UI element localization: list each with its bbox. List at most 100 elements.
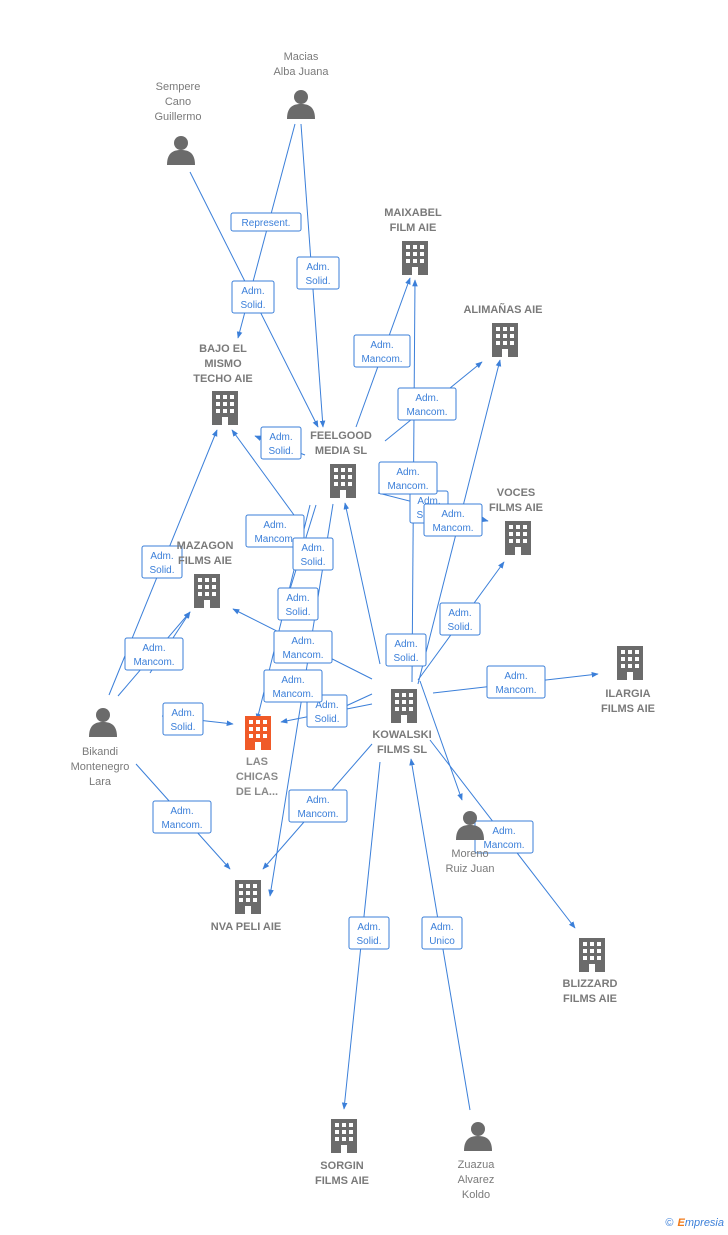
edge-role-label[interactable]: Adm.Solid.: [385, 633, 427, 667]
edge-role-label[interactable]: Adm.Mancom.: [263, 669, 323, 703]
edge-role-text: Adm.: [263, 520, 286, 531]
brand-logo-e: E: [677, 1217, 685, 1229]
edge-role-text: Solid.: [285, 607, 310, 618]
edge-role-label[interactable]: Represent.: [230, 212, 302, 232]
node-label: NVA PELI AIE: [211, 921, 282, 933]
edge-role-label[interactable]: Adm.Mancom.: [152, 800, 212, 834]
edge-role-label[interactable]: Adm. Solid.: [162, 702, 204, 736]
edge-role-label[interactable]: Adm.Mancom.: [378, 461, 438, 495]
footer-brand[interactable]: ©Empresia: [665, 1217, 724, 1229]
edge-role-text: Adm.: [306, 262, 329, 273]
edge-role-text: Solid.: [170, 722, 195, 733]
edge-role-text: Adm.: [441, 509, 464, 520]
building-icon: [391, 689, 417, 723]
edge-role-text: Adm.: [396, 467, 419, 478]
person-icon: [167, 136, 195, 165]
node-label: FILMS SL: [377, 744, 427, 756]
building-icon: [212, 391, 238, 425]
node-chicas[interactable]: LAS CHICAS DE LA...: [236, 716, 278, 798]
node-label: BLIZZARD: [563, 978, 618, 990]
building-icon: [245, 716, 271, 750]
building-icon: [330, 464, 356, 498]
node-label: DE LA...: [236, 786, 278, 798]
edge-role-label[interactable]: Adm.Solid.: [306, 694, 348, 728]
edge-role-text: Mancom.: [254, 534, 295, 545]
person-icon: [89, 708, 117, 737]
node-label: TECHO AIE: [193, 373, 253, 385]
edge-role-label[interactable]: Adm. Solid.: [277, 587, 319, 621]
edge-role-text: Solid.: [305, 276, 330, 287]
edge-role-text: Unico: [429, 936, 455, 947]
node-label: Montenegro: [71, 761, 130, 773]
node-label: FILM AIE: [390, 222, 437, 234]
edge-role-label[interactable]: Adm.Mancom.: [397, 387, 457, 421]
node-label: MISMO: [204, 358, 242, 370]
node-label: FEELGOOD: [310, 430, 372, 442]
edge-role-text: Adm.: [306, 795, 329, 806]
building-icon: [331, 1119, 357, 1153]
node-label: CHICAS: [236, 771, 278, 783]
edge-role-label[interactable]: Adm. Mancom.: [245, 514, 305, 548]
edge-role-text: Adm.: [430, 922, 453, 933]
edge-role-text: Mancom.: [161, 820, 202, 831]
edge-role-label[interactable]: Adm.Mancom.: [486, 665, 546, 699]
node-sorgin[interactable]: SORGIN FILMS AIE: [315, 1119, 369, 1187]
edge-line: [231, 429, 295, 516]
node-nva[interactable]: NVA PELI AIE: [211, 880, 282, 933]
edge-role-text: Adm.: [448, 608, 471, 619]
edge-role-label[interactable]: Adm.Solid.: [141, 545, 183, 579]
node-alimanas[interactable]: ALIMAÑAS AIE: [463, 303, 543, 357]
building-icon: [492, 323, 518, 357]
edge-role-label[interactable]: Adm.Mancom.: [353, 334, 411, 368]
edge-role-text: Mancom.: [272, 689, 313, 700]
edge-role-text: Adm.: [370, 340, 393, 351]
edge-role-label[interactable]: Adm.Solid.: [439, 602, 481, 636]
edge-role-text: Adm.: [357, 922, 380, 933]
edge-role-label[interactable]: Adm. Solid.: [296, 256, 340, 290]
edge-role-label[interactable]: Adm. Unico: [421, 916, 463, 950]
edge-role-text: Adm.: [394, 639, 417, 650]
node-label: LAS: [246, 756, 268, 768]
building-icon: [505, 521, 531, 555]
edge-role-text: Mancom.: [282, 650, 323, 661]
node-label: Alvarez: [458, 1174, 495, 1186]
building-icon: [579, 938, 605, 972]
edge-role-text: Adm.: [286, 593, 309, 604]
edge-role-label[interactable]: Adm.Mancom.: [273, 630, 333, 664]
edge-role-text: Mancom.: [483, 840, 524, 851]
node-label: SORGIN: [320, 1160, 363, 1172]
edge-role-text: Adm.: [150, 551, 173, 562]
edge-role-label[interactable]: Adm.Solid.: [292, 537, 334, 571]
edge-role-label[interactable]: Adm.Mancom.: [423, 503, 483, 537]
edge-role-label[interactable]: Adm.Solid.: [260, 426, 302, 460]
node-label: FILMS AIE: [315, 1175, 369, 1187]
person-icon: [464, 1122, 492, 1151]
edge-role-text: Solid.: [268, 446, 293, 457]
node-kowalski[interactable]: KOWALSKI FILMS SL: [372, 689, 432, 756]
edge-role-text: Adm.: [171, 708, 194, 719]
edge-line: [343, 502, 381, 665]
edge-role-label[interactable]: Adm.Mancom.: [124, 637, 184, 671]
edge-role-label[interactable]: Adm.Solid.: [348, 916, 390, 950]
edge-role-label[interactable]: Adm.Solid.: [231, 280, 275, 314]
node-label: Bikandi: [82, 746, 118, 758]
node-label: Zuazua: [458, 1159, 496, 1171]
node-label: KOWALSKI: [372, 729, 431, 741]
edge-role-label[interactable]: Adm.Mancom.: [288, 789, 348, 823]
building-icon: [194, 574, 220, 608]
edge-line: [419, 680, 463, 801]
edge-role-text: Mancom.: [495, 685, 536, 696]
